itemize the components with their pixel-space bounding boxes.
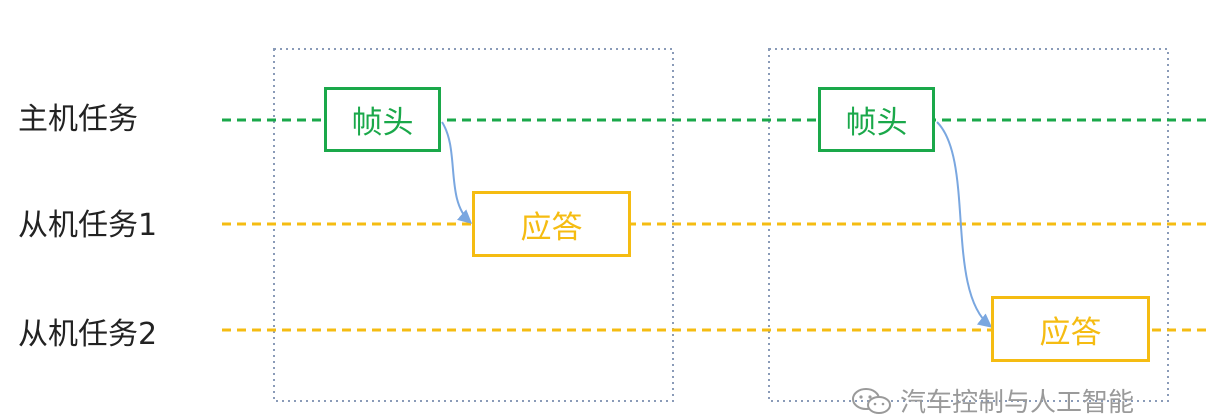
cycle-2-header-box: 帧头 (818, 87, 935, 152)
cycle-2-reply-box: 应答 (991, 296, 1150, 362)
watermark: 汽车控制与人工智能 (850, 382, 1134, 419)
row-label-slave-task-2: 从机任务2 (18, 317, 158, 352)
cycle-1-header-label: 帧头 (351, 105, 414, 141)
cycle-1-header-box: 帧头 (324, 87, 441, 152)
cycle-1-reply-box: 应答 (472, 191, 631, 257)
row-label-slave-task-1: 从机任务1 (18, 208, 158, 243)
wechat-icon (850, 386, 894, 416)
arrow-cycle-2 (936, 121, 993, 328)
arrow-cycle-1 (441, 121, 473, 224)
cycle-2-reply-label: 应答 (1039, 314, 1102, 351)
cycle-2-header-label: 帧头 (845, 105, 908, 141)
row-label-master-task: 主机任务 (18, 102, 138, 137)
cycle-1-reply-label: 应答 (520, 209, 583, 246)
watermark-text: 汽车控制与人工智能 (900, 388, 1135, 418)
